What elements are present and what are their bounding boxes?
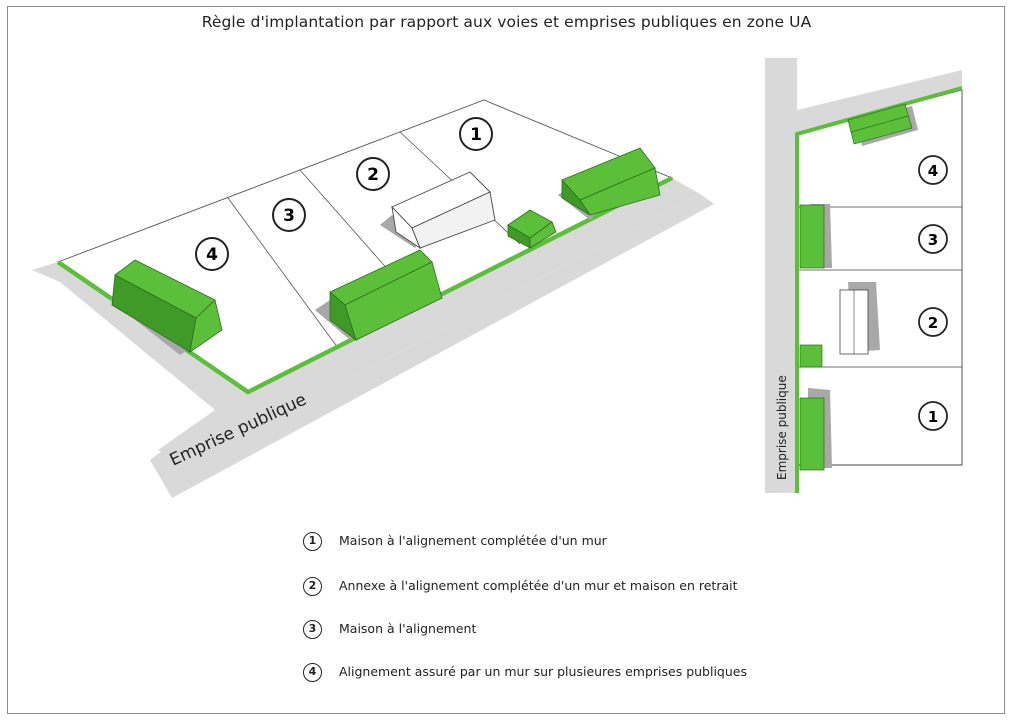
plan-house-2 (839, 282, 880, 355)
house-4 (110, 259, 223, 355)
plan-number-4: 4 (918, 155, 948, 185)
persp-number-4: 4 (195, 237, 229, 271)
legend-text-4: Alignement assuré par un mur sur plusieu… (339, 664, 747, 679)
plan-alignment-wall (795, 86, 963, 493)
svg-text:2: 2 (928, 314, 938, 332)
persp-number-3: 3 (272, 198, 306, 232)
plan-road-label: Emprise publique (775, 375, 789, 480)
house-3 (315, 249, 443, 342)
svg-text:1: 1 (470, 125, 482, 145)
legend-text-2: Annexe à l'alignement complétée d'un mur… (339, 578, 738, 593)
svg-text:4: 4 (928, 162, 938, 180)
legend-number-2: 2 (303, 577, 322, 596)
svg-text:4: 4 (206, 245, 218, 265)
plan-road-top (797, 70, 962, 134)
parcel-divider (227, 197, 339, 349)
plan-number-1: 1 (918, 401, 948, 431)
legend-text-1: Maison à l'alignement complétée d'un mur (339, 533, 607, 548)
svg-text:3: 3 (283, 206, 295, 226)
perspective-view: 1 2 3 4 Emprise publique (32, 99, 714, 498)
house-2 (380, 171, 496, 250)
annexe-2 (507, 209, 557, 249)
diagram-title: Règle d'implantation par rapport aux voi… (201, 13, 812, 31)
plan-house-3 (799, 204, 832, 269)
plan-number-3: 3 (918, 224, 948, 254)
persp-number-1: 1 (459, 117, 493, 151)
plan-road-vertical (765, 58, 797, 493)
road-surface-front (150, 194, 714, 498)
plan-house-1 (799, 388, 832, 471)
plan-view: 4 3 2 1 Emprise publique (765, 58, 963, 493)
house-1 (558, 147, 661, 220)
legend-number-3: 3 (303, 620, 322, 639)
road-surface (32, 178, 700, 470)
legend-number-1: 1 (303, 532, 322, 551)
legend-text-3: Maison à l'alignement (339, 621, 477, 636)
svg-text:1: 1 (928, 408, 938, 426)
legend-number-4: 4 (303, 663, 322, 682)
persp-number-2: 2 (356, 157, 390, 191)
svg-text:3: 3 (928, 231, 938, 249)
plan-house-4 (847, 103, 918, 146)
svg-text:2: 2 (367, 165, 379, 185)
plan-number-2: 2 (918, 307, 948, 337)
diagram-frame (7, 6, 1005, 714)
plan-annexe-2 (799, 344, 823, 368)
